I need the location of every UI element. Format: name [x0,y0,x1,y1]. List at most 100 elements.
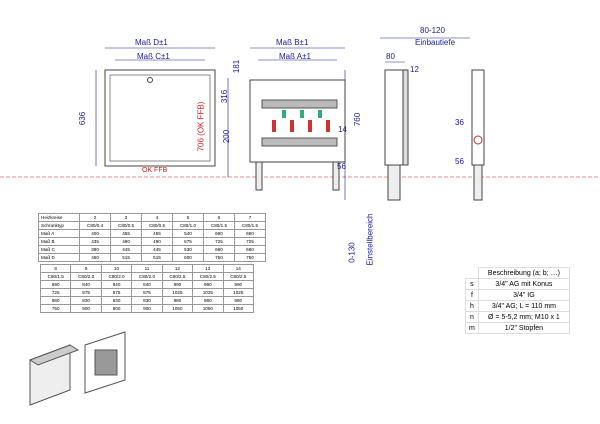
table-cell: 490 [110,237,143,246]
open-view-cabinet [249,79,346,191]
table-cell: C80/1.0 [172,221,204,230]
table-cell: m [465,322,479,334]
table-cell: 1025 [192,288,224,297]
table-cell: 690 [39,280,72,289]
table-cell: 4 [141,213,173,222]
table-cell: C80/2.0 [100,272,133,281]
table-cell: 6 [202,213,235,222]
table-cell: 840 [100,280,133,289]
table-cell: 445 [141,245,173,254]
table-cell: f [465,289,479,301]
table-cell: C80/2.0 [131,272,163,281]
dim-14: 14 [338,125,347,134]
table-cell: 980 [222,296,255,305]
table-cell: 680 [233,245,267,254]
table-cell: 1050 [192,304,224,313]
table-cell: C80/2.5 [161,272,194,281]
table-cell: 725 [202,237,235,246]
table-cell: 9 [70,264,102,273]
table-cell: C80/0.5 [141,221,173,230]
table-cell: C80/1.5 [233,221,267,230]
isometric-thumbnail [28,331,126,406]
table-cell: 11 [131,264,163,273]
dim-181: 181 [232,59,242,74]
table-cell: Maß A [37,229,81,238]
table-cell: 490 [141,237,173,246]
dim-36: 36 [455,118,464,127]
side-view [384,69,485,201]
table-cell: 680 [39,296,72,305]
table-cell: 990 [192,280,224,289]
table-cell: Ø = 5-5,2 mm; M10 x 1 [477,311,571,323]
table-cell: 3/4" IG [477,289,571,301]
table-cell: 840 [131,280,163,289]
table-cell: 875 [100,288,133,297]
table-cell: 515 [110,253,143,262]
table-cell: s [465,278,479,290]
table-cell: 12 [161,264,194,273]
dim-c-label: Maß C±1 [137,52,170,61]
table-cell: 3/4" AG mit Konus [477,278,571,290]
front-view-cabinet [104,69,216,167]
table-cell: Maß D [37,253,81,262]
table-cell: 750 [233,253,267,262]
table-cell: 680 [202,245,235,254]
table-cell: 3 [110,213,143,222]
table-cell: 990 [222,280,255,289]
table-cell: 10 [100,264,133,273]
table-cell: 690 [202,229,235,238]
table-cell: 390 [79,245,112,254]
dim-d-label: Maß D±1 [135,38,168,47]
table-cell: 990 [161,280,194,289]
table-cell: Maß B [37,237,81,246]
table-cell: 830 [70,296,102,305]
table-cell: 14 [222,264,255,273]
table-cell: 725 [39,288,72,297]
table-cell: C80/1.5 [39,272,72,281]
table-cell: 750 [39,304,72,313]
table-cell: 830 [131,296,163,305]
table-cell: Maß C [37,245,81,254]
height-636-label: 636 [78,111,88,126]
table-cell: 875 [131,288,163,297]
table-cell: 460 [79,253,112,262]
table-cell: C80/2.0 [70,272,102,281]
table-cell: 530 [172,245,204,254]
table-cell: 445 [110,245,143,254]
table-cell: 980 [192,296,224,305]
table-cell: 400 [79,229,112,238]
table-cell: 8 [39,264,72,273]
dim-12: 12 [410,65,419,74]
dim-706: 706 (OK FFB) [196,101,206,152]
table-cell: Schranktyp [37,221,81,230]
depth-range: 80-120 [420,26,445,35]
lock-icon [147,77,153,83]
table-cell: C80/0.4 [79,221,112,230]
table-cell: 840 [70,280,102,289]
table-cell: 900 [70,304,102,313]
table-cell: 575 [172,237,204,246]
table-cell: 900 [131,304,163,313]
table-cell: C80/2.5 [192,272,224,281]
dim-b-label: Maß B±1 [276,38,309,47]
table-cell: 725 [233,237,267,246]
table-cell: 455 [141,229,173,238]
table-cell: 1/2" Stopfen [477,322,571,334]
table-cell: n [465,311,479,323]
table-cell: C80/2.5 [222,272,255,281]
dim-56-side: 56 [455,157,464,166]
